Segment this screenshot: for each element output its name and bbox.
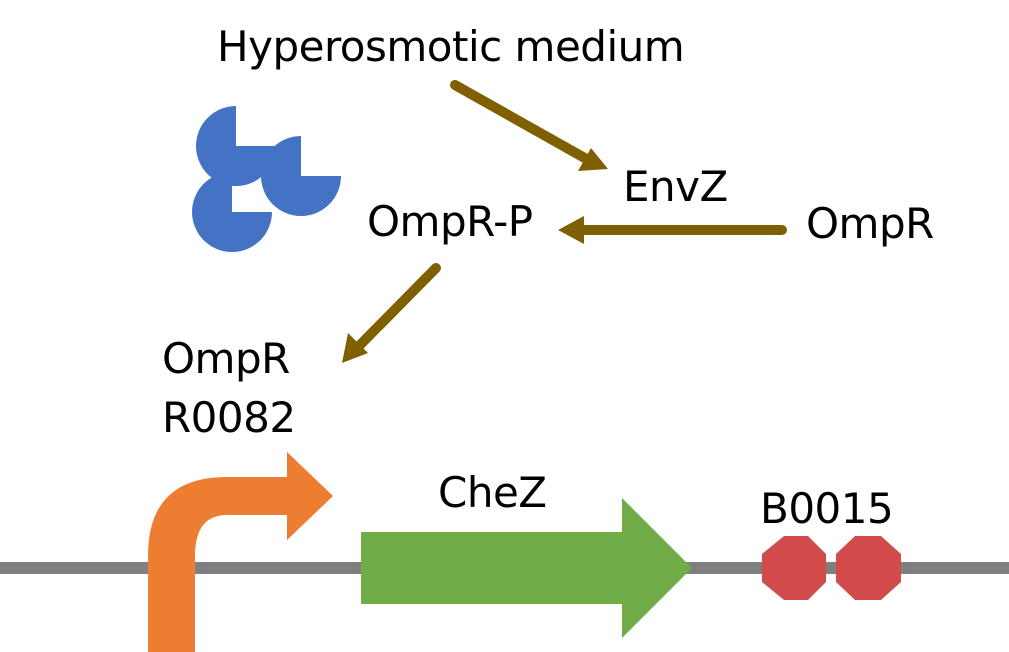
promoter-name-label: OmpR — [162, 334, 290, 383]
promoter-arrow — [148, 452, 333, 652]
arrowhead-ompr-to-omprp — [558, 216, 584, 244]
pacman-molecule-3 — [192, 172, 272, 252]
pacman-molecule-1 — [196, 106, 276, 186]
hyperosmotic-medium-label: Hyperosmotic medium — [217, 22, 685, 71]
promoter-part-id-label: R0082 — [162, 393, 296, 442]
terminator-octagon-2 — [836, 536, 901, 600]
arrowhead-medium-to-envz — [578, 148, 608, 171]
terminator-octagon-1 — [762, 536, 826, 600]
arrow-medium-to-envz — [450, 80, 595, 166]
cds-arrow — [361, 498, 692, 638]
envz-label: EnvZ — [623, 162, 728, 211]
ompr-p-label: OmpR-P — [367, 197, 533, 246]
pacman-molecule-2 — [261, 136, 341, 216]
chez-label: CheZ — [438, 468, 547, 517]
ompr-label: OmpR — [806, 199, 934, 248]
terminator-label: B0015 — [760, 484, 894, 533]
arrow-omprp-to-promoter — [353, 263, 441, 352]
arrowhead-omprp-to-promoter — [342, 333, 368, 363]
